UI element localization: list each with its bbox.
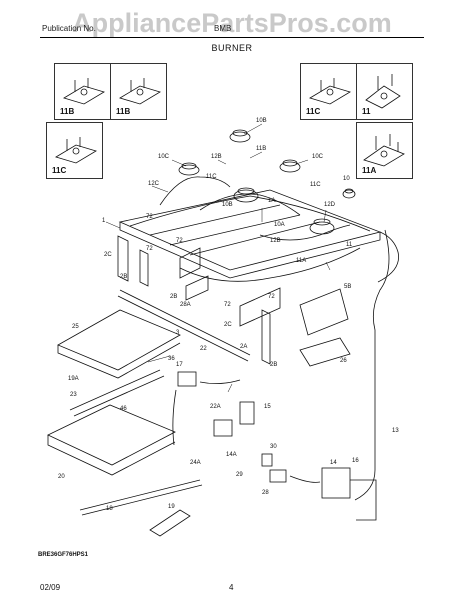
callout: 12C <box>148 181 160 187</box>
callout: 11B <box>256 146 266 152</box>
callout: 10C <box>158 154 170 160</box>
callout: 2B <box>170 294 177 300</box>
callout: 3 <box>176 330 180 336</box>
callout: 19 <box>168 504 175 510</box>
callout: 1A <box>268 198 275 204</box>
callout: 2B <box>120 274 127 280</box>
inset-tag: 11 <box>362 107 371 116</box>
inset-tag: 11B <box>116 107 131 116</box>
callout: 72 <box>224 302 231 308</box>
callout: 2A <box>240 344 247 350</box>
burner-heads <box>178 129 356 235</box>
callout: 11C <box>310 182 321 188</box>
callout: 14 <box>330 460 337 466</box>
callout: 10 <box>343 176 350 182</box>
callout: 28 <box>262 490 269 496</box>
footer-date: 02/09 <box>40 583 61 592</box>
callout: 2B <box>270 362 277 368</box>
callout: 22A <box>210 404 221 410</box>
callout: 10C <box>312 154 324 160</box>
callout: 30 <box>270 444 277 450</box>
lower-trays <box>47 309 351 476</box>
inset-11a: 11A <box>356 122 413 179</box>
callout: 19A <box>68 376 79 382</box>
callout: 11 <box>346 242 353 248</box>
callout: 17 <box>176 362 183 368</box>
callout: 2C <box>224 322 232 328</box>
model-label: BMB <box>214 24 232 33</box>
callout: 23 <box>70 392 77 398</box>
callout: 14A <box>226 452 237 458</box>
callout: 20 <box>58 474 65 480</box>
callout: 16 <box>352 458 359 464</box>
callout: 28A <box>180 302 191 308</box>
inset-tag: 11C <box>306 107 321 116</box>
callout: 13 <box>392 428 399 434</box>
callout: 18 <box>106 506 113 512</box>
callout: 15 <box>264 404 271 410</box>
rods <box>69 369 203 537</box>
callout: 72 <box>146 214 153 220</box>
inset-part-drawing <box>55 74 405 167</box>
page-number: 4 <box>229 583 234 592</box>
callout: 11A <box>296 258 306 264</box>
callout: 25 <box>72 324 79 330</box>
callout: 10A <box>274 222 285 228</box>
inset-11: 11 <box>356 63 413 120</box>
callout: 22 <box>200 346 207 352</box>
valve-brackets <box>117 235 349 365</box>
header-rule <box>40 37 424 38</box>
manifold-tray <box>118 189 399 283</box>
callout: 24A <box>190 460 201 466</box>
callout: 12B <box>211 154 222 160</box>
diagram-code: BRE36GF76HPS1 <box>38 552 89 558</box>
valves-regulators <box>172 371 377 521</box>
callout: 26 <box>340 358 347 364</box>
callout: 72 <box>176 238 183 244</box>
callout: 1 <box>102 218 106 224</box>
section-title: BURNER <box>211 43 253 53</box>
callout: 10B <box>222 202 233 208</box>
publication-label: Publication No. <box>42 24 96 33</box>
callout: 46 <box>120 406 127 412</box>
gas-tubes <box>117 176 390 501</box>
inset-tag: 11A <box>362 166 377 175</box>
callout: 72 <box>146 246 153 252</box>
inset-tag: 11B <box>60 107 75 116</box>
callout: 5B <box>344 284 351 290</box>
callout: 10B <box>256 118 267 124</box>
callout: 72 <box>268 294 275 300</box>
watermark-logo: AppliancePartsPros.com <box>72 8 392 38</box>
leader-lines <box>105 123 331 393</box>
callout: 12B <box>270 238 281 244</box>
callout: 12D <box>324 202 336 208</box>
callout: 29 <box>236 472 243 478</box>
callout: 2C <box>104 252 112 258</box>
inset-tag: 11C <box>52 166 67 175</box>
callout: 36 <box>168 356 175 362</box>
callout-labels: 10B 10C 12B 11B 10C 12C 11C 11C 10 10B 1… <box>58 118 399 512</box>
callout: 11C <box>206 174 217 180</box>
